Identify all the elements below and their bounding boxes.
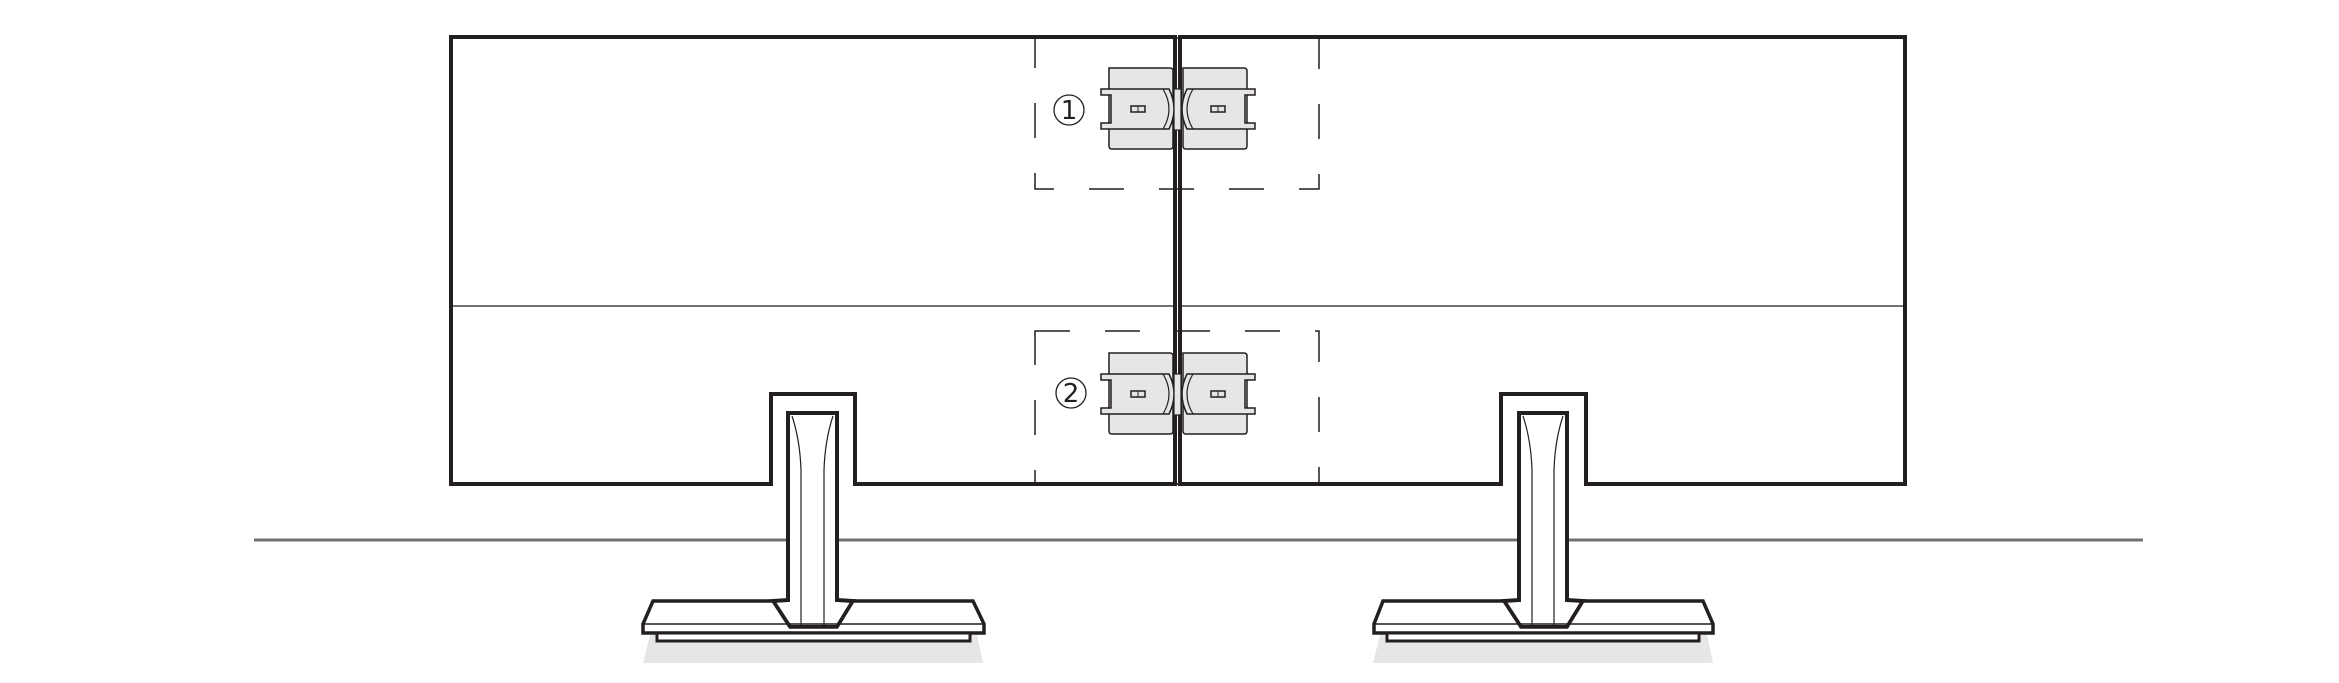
- upper-bracket-dashed-region: [1034, 37, 1320, 190]
- upper-bracket-detail: 1: [1034, 37, 1320, 190]
- callout-2-label: 2: [1063, 379, 1080, 409]
- callout-1: 1: [1053, 94, 1085, 126]
- lower-right-bracket: [1181, 352, 1256, 435]
- lower-bracket-dashed-region: [1034, 330, 1320, 485]
- left-stand: [641, 411, 986, 643]
- upper-left-bracket: [1100, 67, 1175, 150]
- lower-left-bracket: [1100, 352, 1175, 435]
- left-monitor: [449, 35, 1177, 486]
- callout-1-label: 1: [1061, 96, 1078, 126]
- right-monitor: [1178, 35, 1907, 486]
- upper-right-bracket: [1181, 67, 1256, 150]
- callout-2: 2: [1055, 377, 1087, 409]
- right-stand: [1372, 411, 1715, 643]
- lower-bracket-detail: 2: [1034, 330, 1320, 485]
